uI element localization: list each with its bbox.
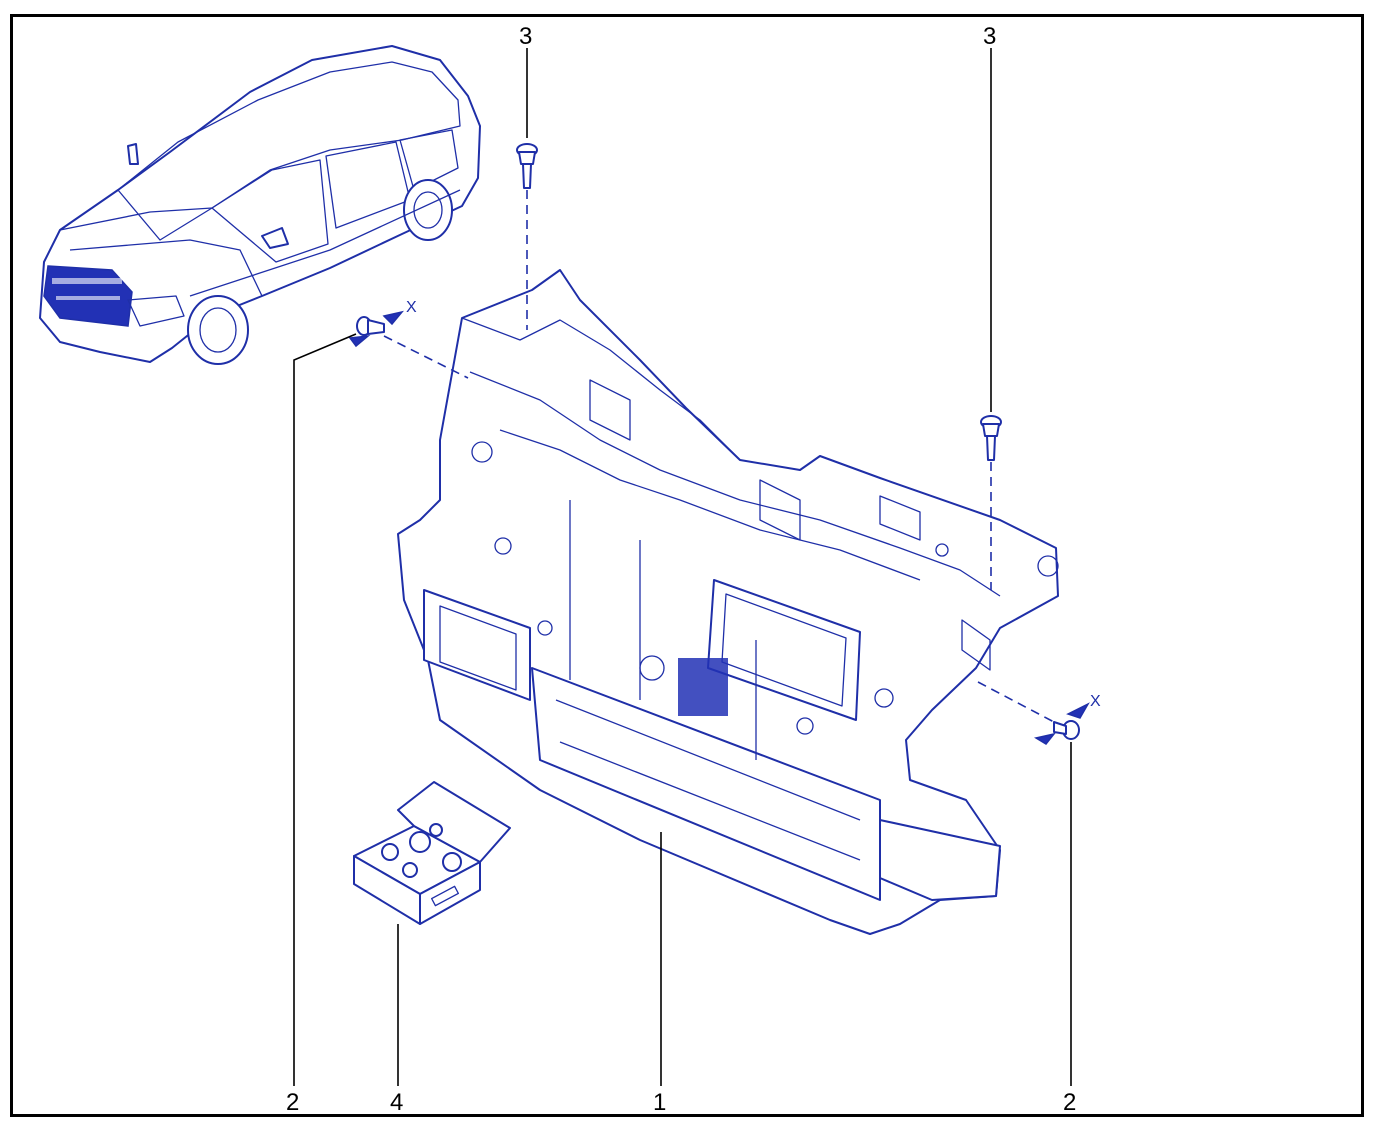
callout-2-right: 2: [1063, 1089, 1076, 1116]
screw-3-right: [980, 415, 1002, 461]
clip-2-right: [1034, 702, 1090, 745]
callout-2-left: 2: [286, 1089, 299, 1116]
front-panel-assembly: [397, 269, 1059, 935]
fastener-kit-box: [353, 781, 511, 925]
sensor-grille: [678, 658, 728, 716]
leader-2-left: [293, 333, 357, 1086]
vehicle-thumbnail: [39, 45, 481, 365]
callout-1: 1: [653, 1089, 666, 1116]
x-marker-right: X: [1090, 693, 1101, 710]
assembly-line-clip-right: [977, 681, 1055, 723]
x-marker-left: X: [406, 299, 417, 316]
callout-3-right: 3: [983, 23, 996, 50]
screw-3-left: [516, 143, 538, 189]
callout-4: 4: [390, 1089, 403, 1116]
callout-3-left: 3: [519, 23, 532, 50]
clip-2-left: [348, 310, 404, 348]
assembly-line-clip-left: [383, 335, 469, 379]
